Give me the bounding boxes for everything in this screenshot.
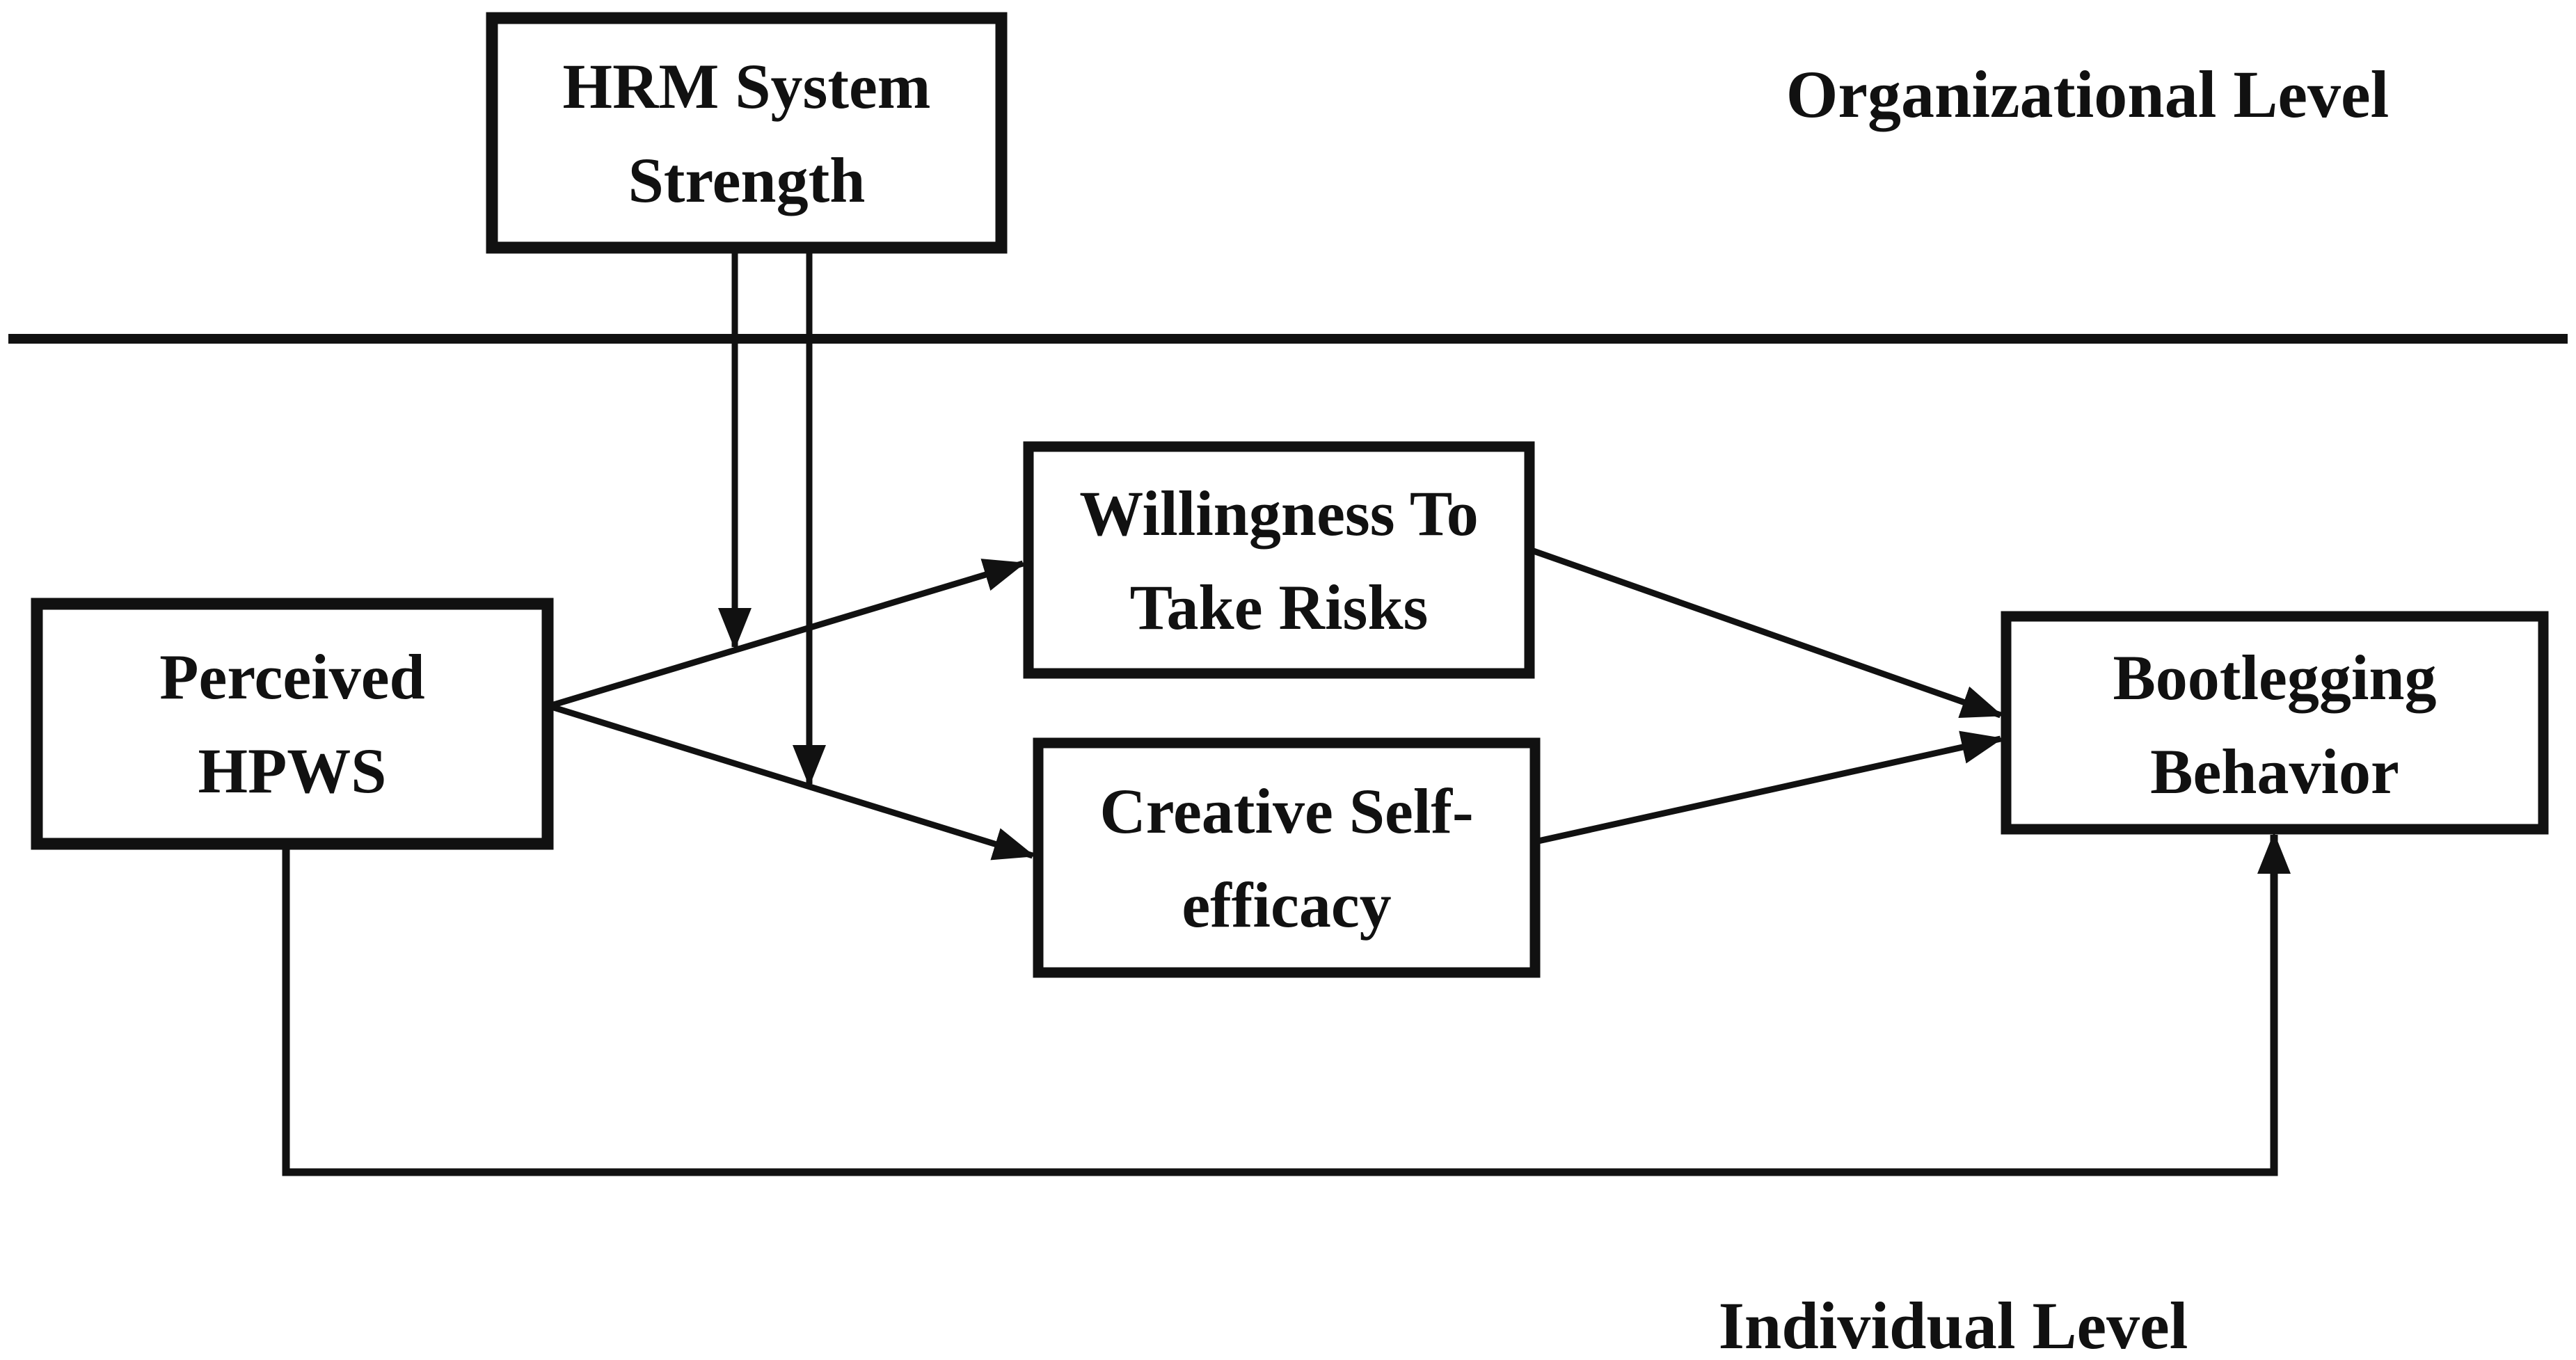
node-bootlegging-behavior: Bootlegging Behavior [2001, 611, 2549, 835]
arrow-hpws-to-creative [548, 703, 1035, 861]
node-creative-self-efficacy-box [1033, 737, 1541, 978]
node-willingness-to-take-risks: Willingness To Take Risks [1023, 441, 1535, 679]
node-creative-self-efficacy: Creative Self- efficacy [1033, 737, 1541, 978]
arrow-willingness-to-bootlegging [1528, 546, 2003, 719]
arrow-creative-to-bootlegging [1534, 730, 2003, 845]
node-bootlegging-label-line2: Behavior [2150, 736, 2399, 807]
arrow-hpws-direct-to-bootlegging [282, 832, 2291, 1176]
node-perceived-hpws: Perceived HPWS [31, 598, 554, 850]
label-organizational-level: Organizational Level [1786, 57, 2390, 131]
node-willingness-label-line2: Take Risks [1130, 572, 1429, 643]
node-hrm-system-strength: HRM System Strength [486, 12, 1008, 254]
node-willingness-to-take-risks-box [1023, 441, 1535, 679]
node-perceived-hpws-label-line2: HPWS [198, 735, 387, 806]
node-perceived-hpws-label-line1: Perceived [159, 641, 424, 712]
node-hrm-system-strength-label-line2: Strength [628, 145, 866, 216]
node-willingness-label-line1: Willingness To [1079, 478, 1479, 549]
label-individual-level: Individual Level [1719, 1288, 2188, 1360]
node-creative-label-line1: Creative Self- [1099, 776, 1473, 847]
node-bootlegging-behavior-box [2001, 611, 2549, 835]
arrow-hpws-to-willingness [548, 559, 1026, 710]
node-creative-label-line2: efficacy [1182, 870, 1391, 941]
node-hrm-system-strength-label-line1: HRM System [563, 51, 931, 122]
node-perceived-hpws-box [31, 598, 554, 850]
node-bootlegging-label-line1: Bootlegging [2113, 642, 2436, 713]
node-hrm-system-strength-box [486, 12, 1008, 254]
